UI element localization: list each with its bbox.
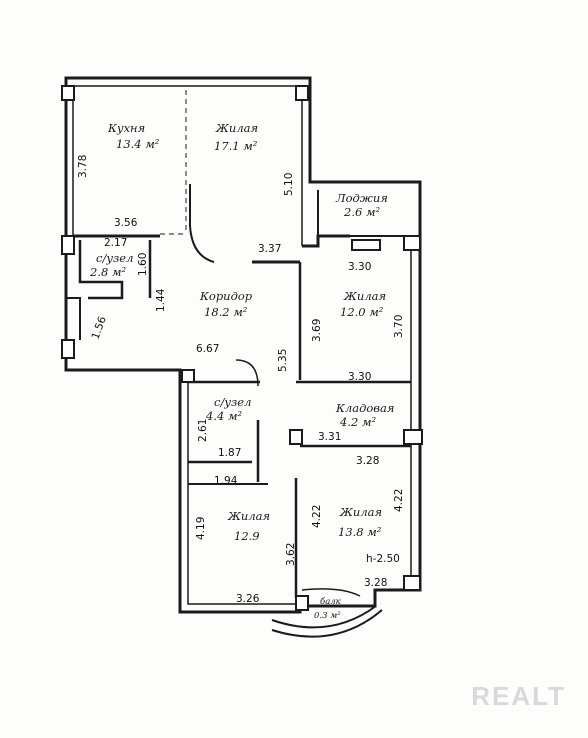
realt-watermark: REALT: [471, 681, 566, 711]
block: [61, 235, 75, 255]
living4-door-arc: [301, 588, 361, 597]
dim-living4-width: 3.28: [364, 577, 387, 589]
exterior-wall: [64, 76, 422, 614]
balcony: [271, 605, 383, 638]
dim-notch-height: 1.44: [155, 288, 167, 312]
bath1-area: 2.8 м²: [89, 265, 126, 279]
corridor-door-arc: [189, 184, 215, 263]
wall-blocks: [61, 85, 423, 611]
balcony-area: 0.3 м²: [314, 611, 341, 621]
dim-ceiling-height: h-2.50: [366, 553, 400, 565]
dim-bath1-height: 1.60: [137, 253, 149, 276]
dim-living3-height: 4.19: [195, 517, 207, 540]
dim-living4-right: 4.22: [393, 489, 405, 512]
living3-name: Жилая: [227, 509, 270, 523]
block: [61, 339, 75, 359]
block: [403, 235, 421, 251]
dim-bath1-width: 2.17: [104, 237, 127, 249]
living2-area: 12.0 м²: [340, 305, 384, 319]
loggia-area: 2.6 м²: [343, 205, 380, 219]
dim-living2-width: 3.30: [348, 371, 371, 383]
exterior-wall-inner: [73, 85, 303, 246]
bath2-name: с/узел: [214, 395, 251, 409]
dim-bath2-width: 1.87: [218, 447, 241, 459]
bath2-door-arc: [235, 359, 259, 387]
loggia-name: Лоджия: [335, 191, 388, 205]
dim-living2-height: 3.69: [311, 319, 323, 342]
bath2-walls: [188, 380, 260, 482]
living1-area: 17.1 м²: [214, 139, 258, 153]
dim-living3-right: 3.62: [285, 543, 297, 566]
block: [181, 369, 195, 383]
dim-living1-width: 3.37: [258, 243, 281, 255]
block: [403, 575, 421, 591]
dim-living4-left: 4.22: [311, 505, 323, 528]
block: [295, 85, 309, 101]
bottom-left-inner: [187, 378, 296, 605]
dim-living1-depth: 5.10: [283, 173, 295, 196]
dim-notch-side: 1.56: [90, 315, 109, 341]
dim-kitchen-width: 3.56: [114, 217, 138, 229]
corridor-name: Коридор: [199, 289, 253, 303]
dim-living2-right: 3.70: [393, 315, 405, 338]
dim-loggia-width: 3.30: [348, 261, 371, 273]
living4-name: Жилая: [339, 505, 382, 519]
bath2-area: 4.4 м²: [205, 409, 242, 423]
storage-area: 4.2 м²: [339, 415, 376, 429]
living1-corridor-wall: [302, 234, 350, 248]
living4-area: 13.8 м²: [338, 525, 382, 539]
dim-living3-width: 3.26: [236, 593, 260, 605]
balcony-name: балк: [320, 596, 342, 607]
notch: [65, 297, 81, 370]
dim-bath2-height: 2.61: [197, 419, 209, 442]
walls: [64, 76, 422, 638]
block: [61, 85, 75, 101]
loggia-walls: [317, 190, 410, 251]
dim-storage-bottom: 3.28: [356, 455, 379, 467]
kitchen-area: 13.4 м²: [116, 137, 160, 151]
dim-kitchen-height: 3.78: [77, 155, 89, 178]
dim-living3-top: 1.94: [214, 475, 238, 487]
dim-storage-width: 3.31: [318, 431, 341, 443]
kitchen-name: Кухня: [107, 121, 145, 135]
block: [403, 429, 423, 445]
corridor-area: 18.2 м²: [204, 305, 248, 319]
living2-name: Жилая: [343, 289, 386, 303]
bath1-walls: [78, 240, 152, 300]
storage-name: Кладовая: [335, 401, 394, 415]
living1-name: Жилая: [215, 121, 258, 135]
room-labels: Кухня 13.4 м² Жилая 17.1 м² Лоджия 2.6 м…: [89, 121, 394, 621]
block: [295, 595, 309, 611]
living3-area: 12.9: [234, 529, 260, 543]
dim-corridor-height: 5.35: [277, 349, 289, 372]
dimensions: 3.78 5.10 3.56 3.37 3.30 2.17 1.60 1.44 …: [77, 155, 405, 605]
bath1-name: с/узел: [96, 251, 133, 265]
dim-corridor-width: 6.67: [196, 343, 219, 355]
storage-door: [289, 429, 303, 445]
